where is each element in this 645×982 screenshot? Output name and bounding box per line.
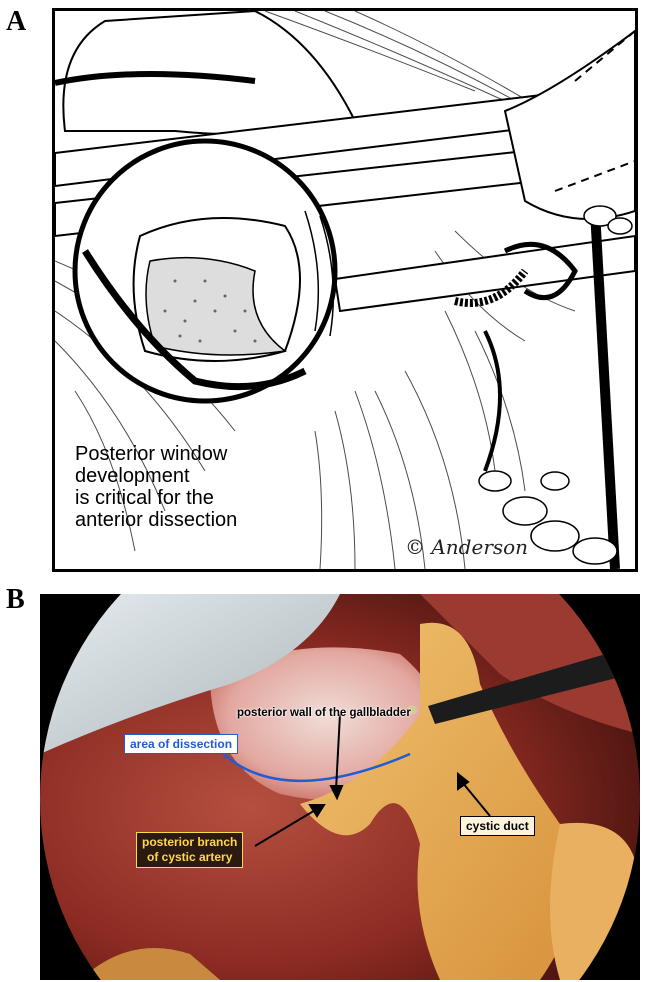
panel-b-letter: B bbox=[6, 584, 25, 615]
laparoscopic-view bbox=[40, 594, 640, 980]
panel-b-photo: area of dissection posterior wall of the… bbox=[40, 594, 640, 980]
illustration-caption: Posterior window development is critical… bbox=[75, 443, 238, 531]
label-posterior-wall: posterior wall of the gallbladder bbox=[237, 707, 411, 719]
label-cystic-duct: cystic duct bbox=[460, 816, 535, 836]
panel-a-illustration: Posterior window development is critical… bbox=[52, 8, 638, 572]
artist-signature: © Anderson bbox=[405, 535, 529, 559]
label-area-of-dissection: area of dissection bbox=[124, 734, 239, 754]
surgical-illustration bbox=[55, 11, 635, 569]
panel-a-letter: A bbox=[6, 6, 27, 37]
label-posterior-branch: posterior branch of cystic artery bbox=[136, 832, 244, 868]
